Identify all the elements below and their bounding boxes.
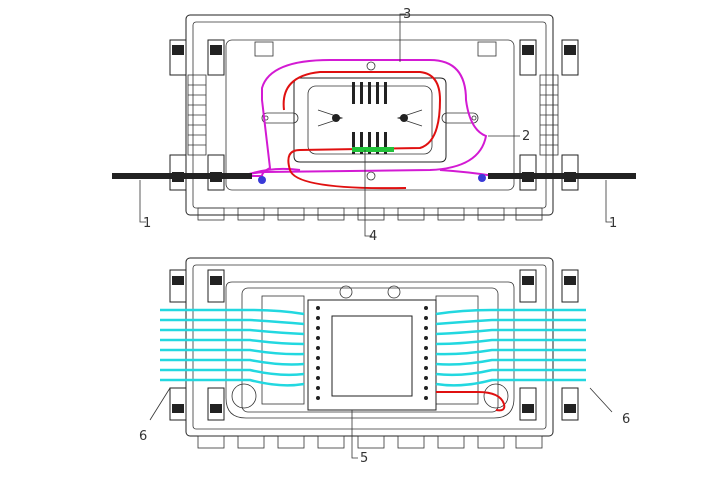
splice-protector bbox=[352, 147, 394, 152]
callout-4: 4 bbox=[369, 229, 377, 244]
callout-1-right: 1 bbox=[609, 216, 617, 231]
callout-3: 3 bbox=[403, 7, 411, 22]
bottom-tray-outline bbox=[225, 281, 515, 419]
callout-5: 5 bbox=[360, 451, 368, 466]
entry-hole-right bbox=[483, 383, 509, 409]
top-bracket-right bbox=[477, 41, 497, 57]
bottom-teeth bbox=[197, 435, 543, 449]
bottom-closure-view: 6 6 5 bbox=[139, 257, 630, 466]
trunk-cable-right bbox=[488, 173, 636, 179]
top-right-latches bbox=[519, 39, 579, 191]
adapter-ports-right bbox=[424, 306, 428, 400]
callout-6-left: 6 bbox=[139, 429, 147, 444]
cable-clamp-right bbox=[478, 174, 486, 182]
callout-6-right: 6 bbox=[622, 412, 630, 427]
splice-slots-top bbox=[352, 82, 387, 104]
loop-fiber bbox=[247, 59, 488, 177]
trunk-cable-left bbox=[112, 173, 252, 179]
top-bottom-teeth bbox=[197, 207, 543, 221]
entry-hole-left bbox=[231, 383, 257, 409]
top-tray-base bbox=[225, 39, 515, 191]
callout-2: 2 bbox=[522, 129, 530, 144]
callout-1-left: 1 bbox=[143, 216, 151, 231]
cable-clamp-left bbox=[258, 176, 266, 184]
drop-cables-right bbox=[435, 308, 586, 387]
adapter-ports-left bbox=[316, 306, 320, 400]
route-fiber bbox=[282, 71, 442, 190]
top-housing-outer bbox=[185, 14, 554, 216]
drop-cables-left bbox=[160, 308, 305, 387]
top-bracket-left bbox=[254, 41, 274, 57]
pigtail-fiber bbox=[436, 391, 506, 412]
bottom-latches bbox=[169, 269, 579, 421]
splice-slots-bottom bbox=[352, 132, 387, 154]
top-left-latches bbox=[169, 39, 225, 191]
bottom-housing-inner bbox=[192, 264, 547, 430]
top-closure-view: 1 1 2 3 4 bbox=[112, 7, 636, 244]
